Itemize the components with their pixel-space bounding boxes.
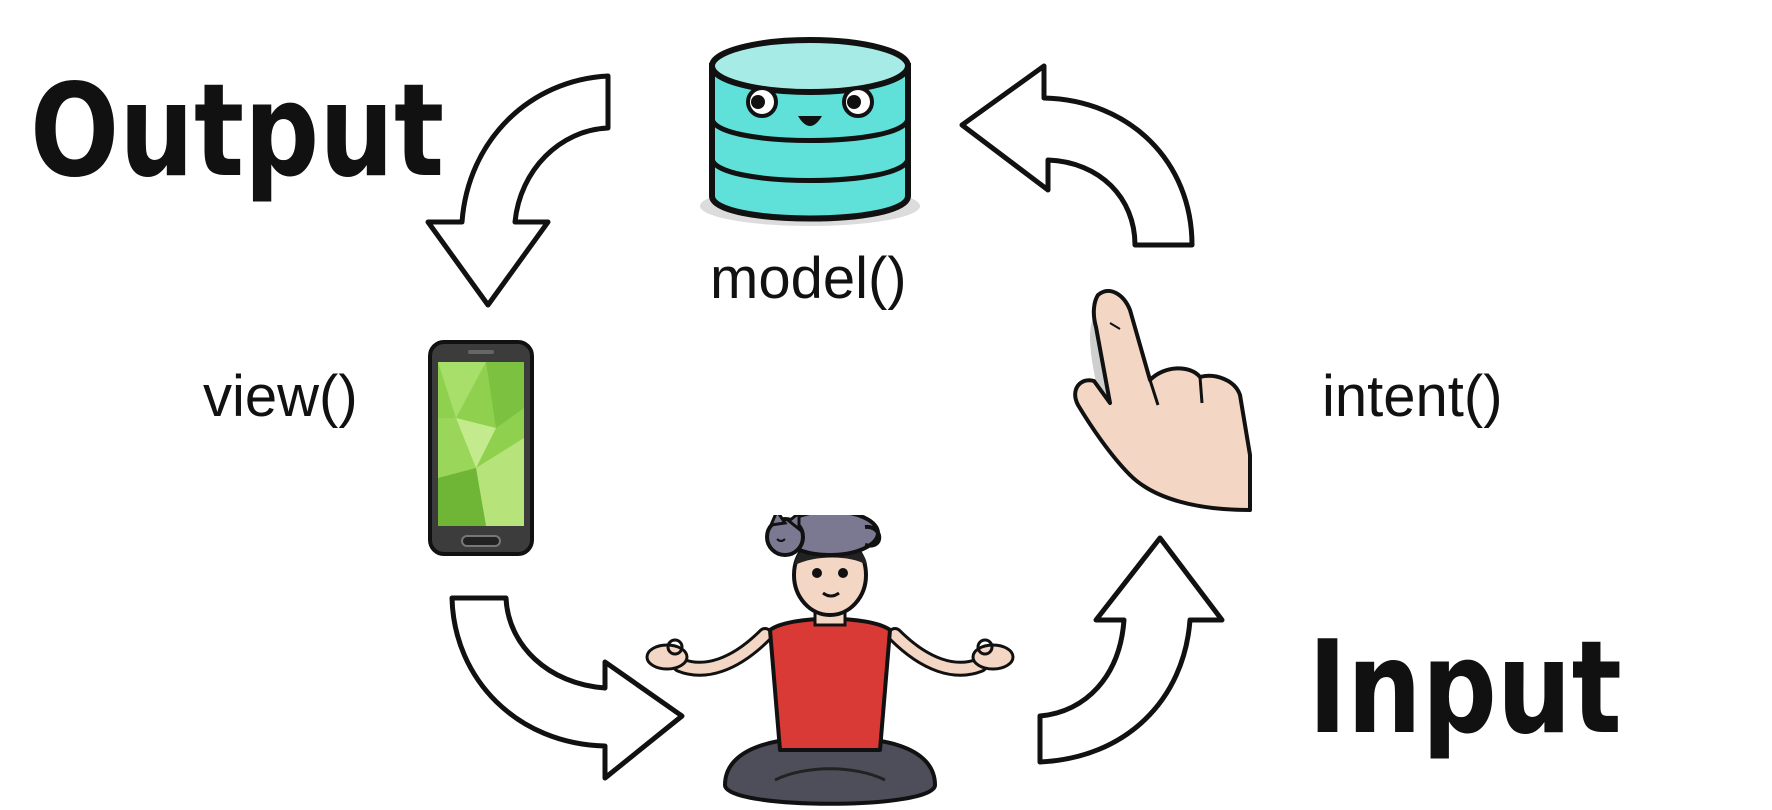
intent-label: intent() xyxy=(1322,364,1503,429)
database-smile xyxy=(798,116,822,126)
output-label: Output xyxy=(30,57,445,206)
model-label: model() xyxy=(710,246,907,311)
view-label: view() xyxy=(203,364,358,429)
smartphone-icon xyxy=(428,340,534,556)
input-label: Input xyxy=(1308,614,1622,763)
pointing-hand-icon xyxy=(1073,289,1252,512)
database-face-icon xyxy=(700,37,920,226)
meditating-person-icon xyxy=(645,515,1015,806)
